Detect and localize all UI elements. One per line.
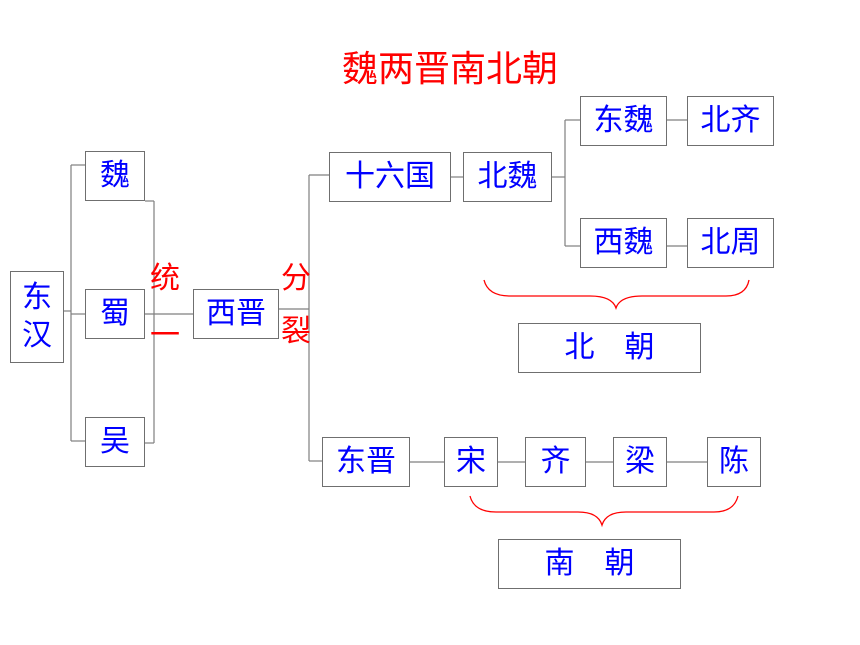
- box-donghan: 东 汉: [10, 271, 64, 363]
- box-dongwei: 东魏: [580, 96, 667, 146]
- box-xiwei: 西魏: [580, 218, 667, 268]
- label-lie: 裂: [281, 314, 311, 349]
- box-wu: 吴: [85, 417, 145, 467]
- box-shu: 蜀: [85, 289, 145, 339]
- diagram-title: 魏两晋南北朝: [341, 49, 558, 90]
- box-shiliuguo: 十六国: [329, 152, 451, 202]
- label-tong: 统: [150, 261, 180, 296]
- box-donghan-char-2: 汉: [22, 318, 52, 353]
- brace-beichao: [483, 279, 750, 311]
- box-beiwei: 北魏: [463, 152, 552, 202]
- box-dongjin: 东晋: [322, 437, 410, 487]
- box-qi: 齐: [525, 437, 586, 487]
- box-song: 宋: [444, 437, 498, 487]
- box-nanchao: 南 朝: [498, 539, 681, 589]
- label-fen: 分: [281, 261, 311, 296]
- box-beichao: 北 朝: [518, 323, 701, 373]
- box-liang: 梁: [613, 437, 667, 487]
- box-donghan-char-1: 东: [22, 280, 52, 315]
- brace-nanchao: [469, 495, 739, 528]
- box-wei: 魏: [85, 151, 145, 201]
- box-beizhou: 北周: [687, 218, 774, 268]
- box-xijin: 西晋: [193, 289, 279, 339]
- label-yi: 一: [150, 318, 180, 353]
- box-beiqi: 北齐: [687, 96, 774, 146]
- box-chen: 陈: [707, 437, 761, 487]
